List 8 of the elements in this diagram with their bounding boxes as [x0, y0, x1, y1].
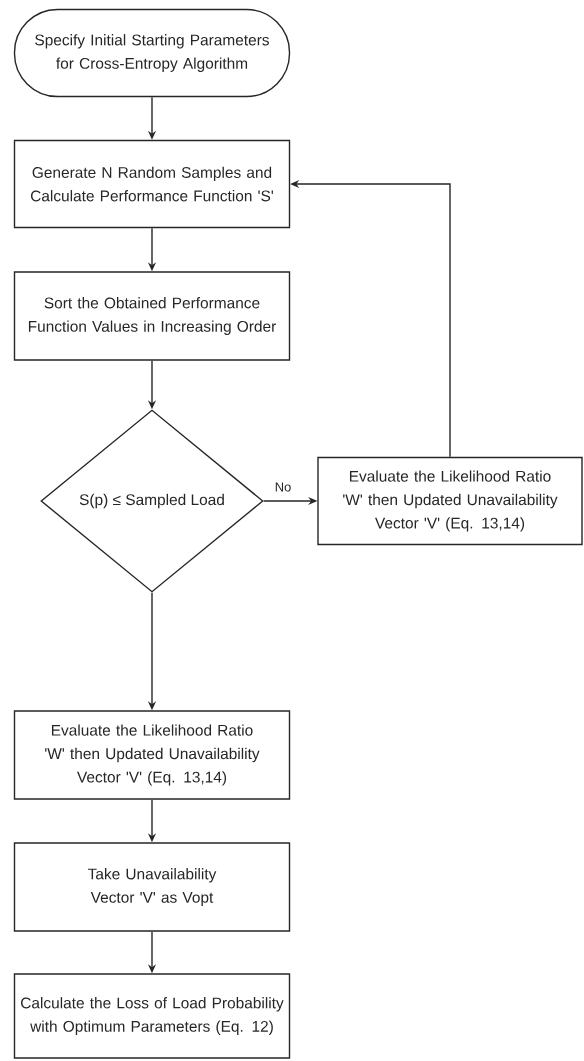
process-box: Sort the Obtained Performance Function Values in Increasing Order [13, 271, 291, 361]
process-box: Generate N Random Samples and Calculate Performance Function 'S' [13, 139, 291, 229]
process-box: Evaluate the Likelihood Ratio 'W' then Updated Unavailability Vector 'V' (Eq. 13,14) [317, 456, 583, 546]
edge-label: No [273, 481, 293, 493]
process-box: Calculate the Loss of Load Probability with Optimum Parameters (Eq. 12) [13, 973, 291, 1059]
process-box: Evaluate the Likelihood Ratio 'W' then Updated Unavailability Vector 'V' (Eq. 13,14) [13, 710, 291, 800]
process-box: Take Unavailability Vector 'V' as Vopt [13, 842, 291, 932]
start-terminal: Specify Initial Starting Parameters for Cross-Entropy Algorithm [13, 8, 291, 98]
